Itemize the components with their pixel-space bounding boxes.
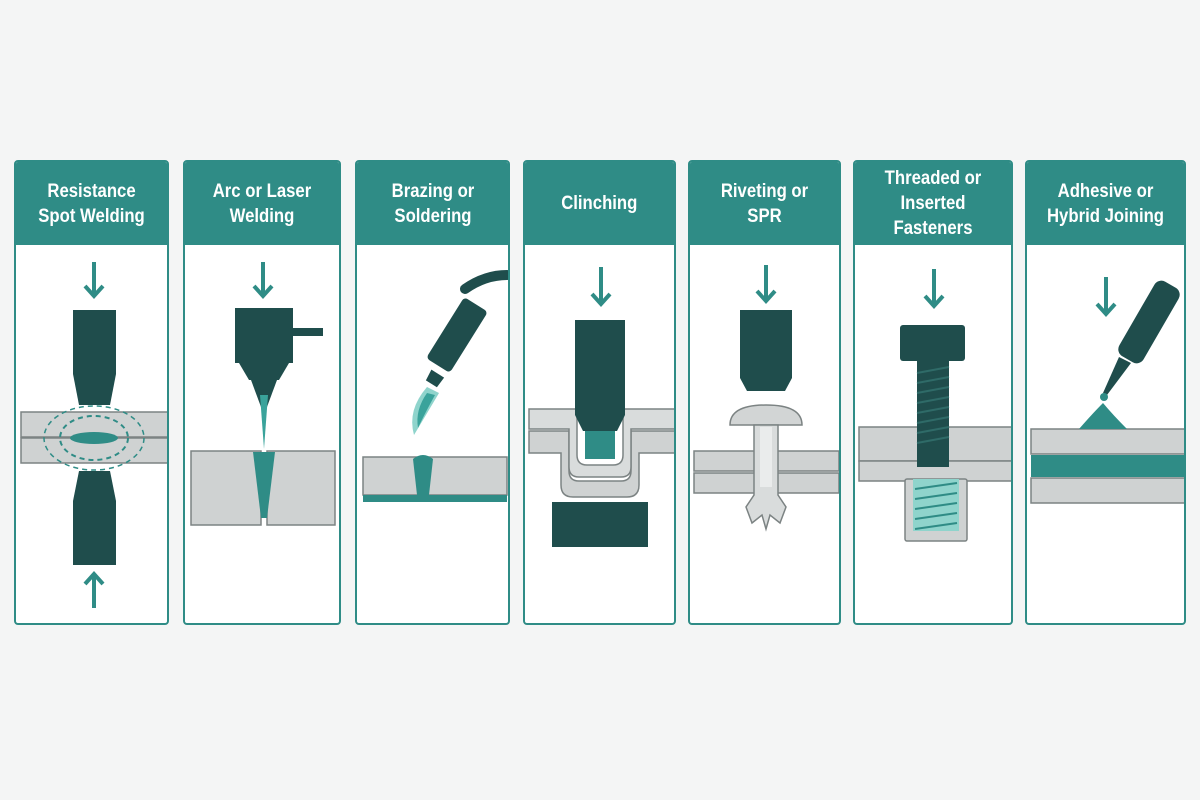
panel-clinching: Clinching [523,160,676,625]
panel-title: Resistance Spot Welding [38,180,145,227]
bolt-icon [900,325,965,467]
adhesive-layer-icon [1031,403,1184,477]
electrode-icon [73,471,116,565]
panel-resistance-spot-welding: Resistance Spot Welding [14,160,169,625]
panel-header: Riveting or SPR [690,162,839,245]
threaded-insert-icon [904,478,968,542]
panel-riveting-spr: Riveting or SPR [688,160,841,625]
down-arrow-icon [590,267,612,307]
panel-brazing-soldering: Brazing or Soldering [355,160,510,625]
panel-adhesive-hybrid: Adhesive or Hybrid Joining [1025,160,1186,625]
adhesive-dispenser-icon [1100,280,1180,401]
panel-illustration [357,245,508,623]
panel-title: Adhesive or Hybrid Joining [1046,180,1165,227]
panel-illustration [1027,245,1184,623]
down-arrow-icon [755,265,777,304]
brazing-torch-icon [425,270,508,388]
down-arrow-icon [83,262,105,299]
panel-header: Arc or Laser Welding [185,162,339,245]
down-arrow-icon [1095,277,1117,317]
panel-threaded-fasteners: Threaded or Inserted Fasteners [853,160,1013,625]
flame-icon [412,387,439,435]
panel-illustration [185,245,339,623]
electrode-icon [73,310,116,405]
weld-bead-icon [253,452,275,518]
filler-metal-icon [363,455,507,502]
panel-header: Threaded or Inserted Fasteners [855,162,1011,245]
down-arrow-icon [252,262,274,299]
down-arrow-icon [923,269,945,309]
setting-tool-icon [740,310,792,391]
panel-title: Riveting or SPR [720,180,809,227]
panel-illustration [525,245,674,623]
punch-icon [575,320,625,459]
panel-title: Threaded or Inserted Fasteners [884,168,982,239]
panel-header: Adhesive or Hybrid Joining [1027,162,1184,245]
panel-illustration [855,245,1011,623]
welding-torch-icon [235,308,323,449]
panel-header: Clinching [525,162,674,245]
panel-title: Clinching [561,193,638,214]
panel-illustration [690,245,839,623]
up-arrow-icon [83,571,105,608]
panel-title: Arc or Laser Welding [212,180,312,227]
panel-header: Resistance Spot Welding [16,162,167,245]
panel-header: Brazing or Soldering [357,162,508,245]
panel-illustration [16,245,167,623]
die-icon [552,502,648,547]
panel-arc-laser-welding: Arc or Laser Welding [183,160,341,625]
rivet-icon [729,404,803,532]
weld-nugget-icon [43,405,145,471]
panel-title: Brazing or Soldering [391,180,474,227]
